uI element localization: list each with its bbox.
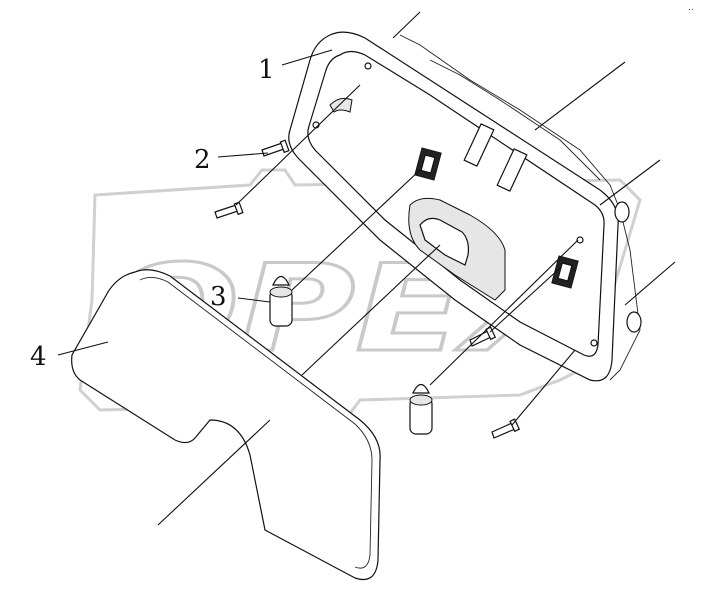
screw-lower [491,418,521,439]
bulb-right [409,383,433,435]
corner-mark: .. [688,3,694,13]
bulbs-part-3 [269,275,433,435]
callout-3: 3 [210,282,227,312]
screws-part-2 [214,139,521,439]
callout-labels: 1 2 3 4 [30,55,275,372]
callout-1: 1 [258,55,275,85]
watermark-gear-outline [78,168,642,422]
leader-lines [57,11,676,526]
bezel-frame-part-1 [288,31,642,382]
screw-left [214,201,244,219]
lens-panel-part-4 [71,269,381,581]
callout-2: 2 [194,145,211,175]
callout-4: 4 [30,342,47,372]
bulb-left [269,275,293,327]
